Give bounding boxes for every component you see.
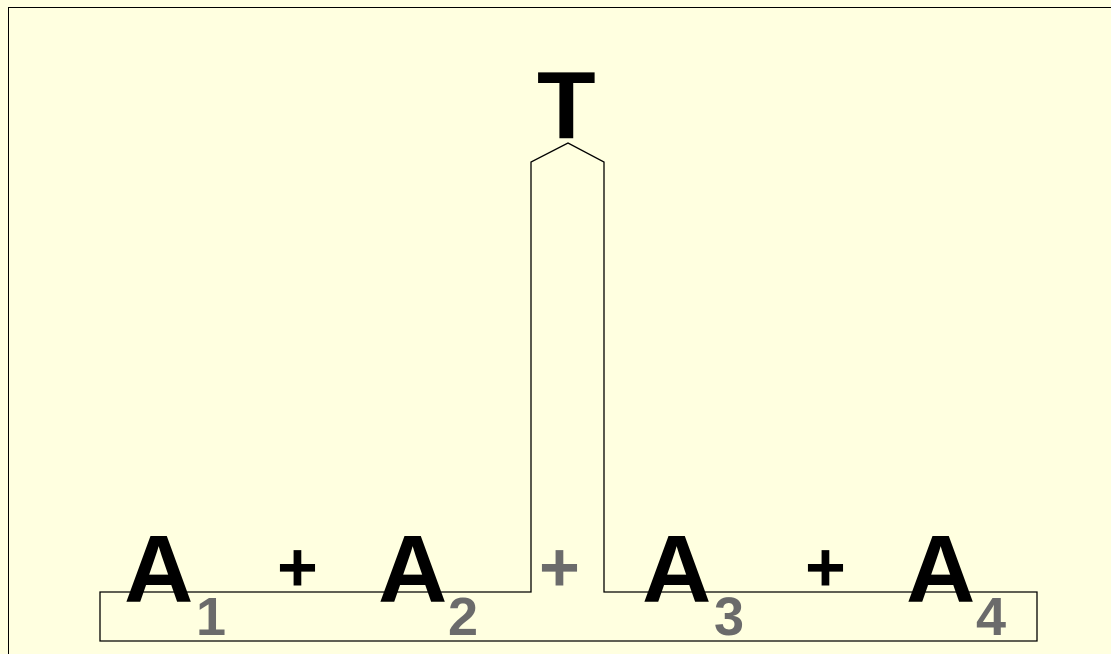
operator-plus-2: + <box>539 528 580 606</box>
term-2-letter: A <box>378 516 448 623</box>
term-3-subscript: 3 <box>714 587 745 647</box>
term-2-subscript: 2 <box>448 587 479 647</box>
slide-frame <box>8 7 1111 654</box>
term-1-subscript: 1 <box>196 587 227 647</box>
operator-plus-1: + <box>277 528 318 606</box>
term-4-letter: A <box>906 516 976 623</box>
term-4-subscript: 4 <box>976 587 1007 647</box>
term-3-letter: A <box>642 516 712 623</box>
operator-plus-3: + <box>805 528 846 606</box>
top-label-t: T <box>537 52 596 159</box>
term-1-letter: A <box>124 516 194 623</box>
